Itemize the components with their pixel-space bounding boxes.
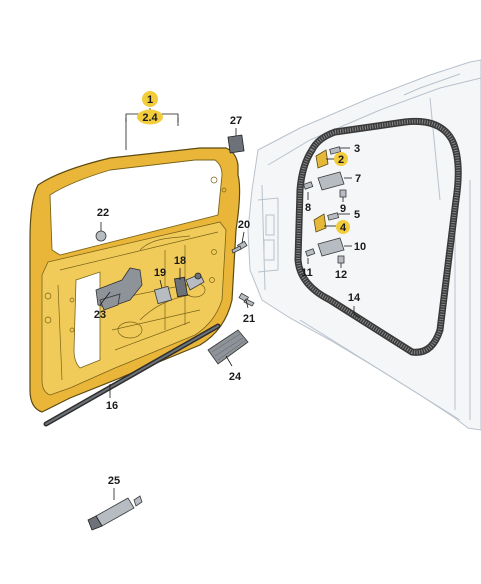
part-18-latch (174, 272, 205, 298)
door-seal (294, 117, 462, 356)
label-11: 11 (301, 267, 313, 279)
part-27-pad (227, 134, 245, 154)
highlight-2-4 (137, 109, 163, 125)
part-20-bolt (231, 240, 248, 254)
part-22-grommet (95, 230, 107, 242)
label-20: 20 (238, 219, 250, 231)
label-19: 19 (154, 267, 166, 279)
label-10: 10 (354, 241, 366, 253)
part-labels: 1 2.4 27 22 20 19 18 23 21 24 16 25 14 2… (94, 94, 366, 487)
label-7: 7 (355, 173, 361, 185)
label-5: 5 (354, 209, 360, 221)
label-16: 16 (106, 400, 118, 412)
label-21: 21 (243, 313, 255, 325)
label-25: 25 (108, 475, 120, 487)
highlight-4 (336, 220, 350, 234)
label-22: 22 (97, 207, 109, 219)
leader-lines (99, 108, 361, 500)
label-9: 9 (340, 203, 346, 215)
label-2: 2 (338, 154, 344, 166)
label-8: 8 (305, 202, 311, 214)
label-1: 1 (147, 94, 153, 106)
label-14: 14 (348, 292, 361, 304)
label-24: 24 (229, 371, 242, 383)
label-2-4: 2.4 (142, 112, 158, 124)
part-25-tube (87, 495, 143, 531)
label-27: 27 (230, 115, 242, 127)
label-18: 18 (174, 255, 186, 267)
lower-hinge (305, 212, 345, 264)
label-4: 4 (340, 222, 347, 234)
label-3: 3 (354, 143, 360, 155)
highlight-1 (142, 91, 158, 107)
label-23: 23 (94, 309, 106, 321)
highlight-2 (334, 152, 348, 166)
part-21-bolt (238, 292, 255, 307)
label-12: 12 (335, 269, 347, 281)
part-24-foam-pad (207, 329, 249, 365)
upper-hinge (303, 146, 347, 198)
part-19-lock-module (153, 285, 173, 305)
